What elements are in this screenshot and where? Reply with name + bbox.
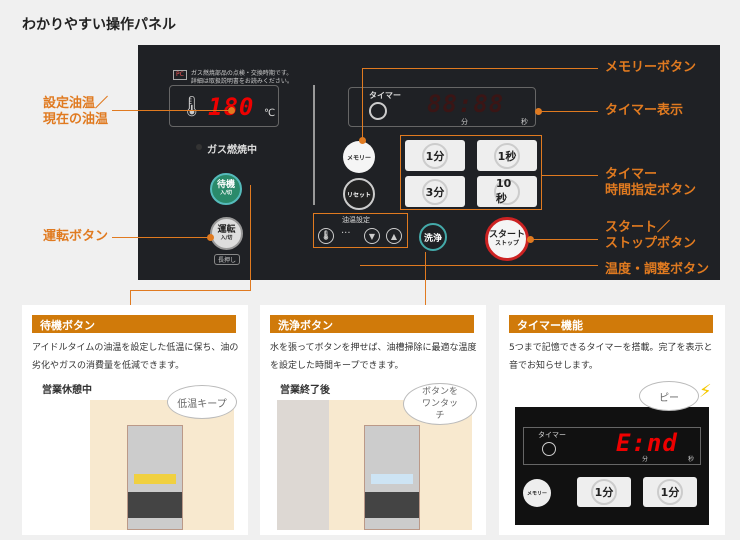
- timer-button: 1分: [643, 477, 697, 507]
- label: 3分: [422, 178, 448, 205]
- memory-button[interactable]: メモリー: [343, 141, 375, 173]
- label-memory-button: メモリーボタン: [605, 60, 697, 75]
- speech-bubble: 低温キープ: [167, 385, 237, 419]
- timer-display: タイマー 88:88 分 秒: [348, 87, 536, 127]
- standby-label: 待機: [216, 180, 235, 191]
- start-stop-button[interactable]: スタートストップ: [485, 217, 529, 261]
- temperature-display: 🌡 180 ℃: [169, 85, 279, 127]
- thermometer-icon: 🌡: [318, 228, 334, 244]
- card-title: 洗浄ボタン: [270, 315, 474, 333]
- scene-label: 営業終了後: [280, 385, 330, 396]
- long-press-label: 長押し: [214, 254, 241, 265]
- clock-icon: [542, 442, 556, 456]
- oil-temp-setting-group: 油温設定 🌡 ··· ▼ ▲: [313, 213, 408, 248]
- label-timer-display: タイマー表示: [605, 103, 684, 118]
- label-adjust-button: 温度・調整ボタン: [605, 262, 710, 277]
- oil-setting-label: 油温設定: [342, 216, 370, 224]
- fryer-illustration: [127, 425, 183, 530]
- timer-1min-button[interactable]: 1分: [405, 140, 465, 171]
- run-sub: 入/切: [220, 234, 233, 241]
- run-label: 運転: [217, 224, 236, 235]
- label: 1秒: [494, 142, 520, 169]
- divider: [313, 85, 315, 205]
- card-text: アイドルタイムの油温を設定した低温に保ち、油の劣化やガスの消費量を低減できます。: [32, 343, 239, 371]
- scene-label: 営業休憩中: [42, 385, 92, 396]
- clock-icon: [369, 102, 387, 120]
- run-button[interactable]: 運転入/切: [210, 217, 243, 250]
- sec-unit: 秒: [688, 456, 695, 463]
- fryer-illustration: [364, 425, 420, 530]
- notice-text-2: 詳細は取扱説明書をお読みください。: [190, 78, 293, 85]
- label-start-stop: スタート／ストップボタン: [605, 220, 697, 251]
- label: 10秒: [494, 177, 520, 205]
- min-unit: 分: [642, 456, 649, 463]
- lightning-icon: ⚡: [699, 381, 712, 402]
- min-unit: 分: [461, 118, 468, 126]
- label-set-temp: 設定油温／現在の油温: [43, 96, 109, 127]
- reset-button[interactable]: リセット: [343, 178, 375, 210]
- gas-lamp: [196, 144, 202, 150]
- timer-display: タイマー E:nd 分 秒: [523, 427, 701, 465]
- up-button[interactable]: ▲: [386, 228, 402, 244]
- timer-label: タイマー: [538, 431, 566, 439]
- timer-button: 1分: [577, 477, 631, 507]
- end-display: E:nd: [616, 429, 678, 457]
- notice-text: ガス燃焼部品の点検・交換時期です。: [190, 70, 293, 77]
- label: 1分: [422, 142, 448, 169]
- timer-panel-illustration: タイマー E:nd 分 秒 メモリー 1分 1分: [515, 407, 709, 525]
- stop-label: ストップ: [494, 239, 519, 247]
- timer-label: タイマー: [369, 91, 401, 100]
- card-wash: 洗浄ボタン 水を張ってボタンを押せば、油槽掃除に最適な温度を設定した時間キープで…: [260, 305, 486, 535]
- card-timer: タイマー機能 5つまで記憶できるタイマーを搭載。完了を表示と音でお知らせします。…: [499, 305, 725, 535]
- timer-3min-button[interactable]: 3分: [405, 176, 465, 207]
- card-text: 5つまで記憶できるタイマーを搭載。完了を表示と音でお知らせします。: [509, 343, 713, 371]
- standby-button[interactable]: 待機入/切: [210, 173, 242, 205]
- dots-icon: ···: [341, 228, 351, 239]
- pc-indicator: PC: [173, 70, 187, 80]
- timer-10sec-button[interactable]: 10秒: [477, 176, 537, 207]
- label-timer-set: タイマー時間指定ボタン: [605, 167, 697, 198]
- card-text: 水を張ってボタンを押せば、油槽掃除に最適な温度を設定した時間キープできます。: [270, 343, 477, 371]
- celsius-unit: ℃: [264, 108, 276, 119]
- down-button[interactable]: ▼: [364, 228, 380, 244]
- sec-unit: 秒: [521, 118, 528, 126]
- label-run-button: 運転ボタン: [43, 229, 109, 244]
- gas-burning-label: ガス燃焼中: [207, 145, 257, 156]
- speech-bubble: ピー: [639, 381, 699, 411]
- card-standby: 待機ボタン アイドルタイムの油温を設定した低温に保ち、油の劣化やガスの消費量を低…: [22, 305, 248, 535]
- card-title: タイマー機能: [509, 315, 713, 333]
- card-title: 待機ボタン: [32, 315, 236, 333]
- speech-bubble: ボタンをワンタッチ: [403, 383, 477, 425]
- control-panel: PC ガス燃焼部品の点検・交換時期です。 詳細は取扱説明書をお読みください。 🌡…: [138, 45, 720, 280]
- timer-buttons-group: 1分 1秒 3分 10秒: [400, 135, 542, 210]
- timer-digits: 88:88: [427, 90, 505, 118]
- thermometer-icon: 🌡: [179, 94, 205, 118]
- page-title: わかりやすい操作パネル: [22, 17, 176, 33]
- wall-bg: [277, 400, 329, 530]
- wash-button[interactable]: 洗浄: [419, 223, 447, 251]
- start-label: スタート: [488, 229, 525, 240]
- memory-button: メモリー: [523, 479, 551, 507]
- timer-1sec-button[interactable]: 1秒: [477, 140, 537, 171]
- standby-sub: 入/切: [220, 190, 232, 197]
